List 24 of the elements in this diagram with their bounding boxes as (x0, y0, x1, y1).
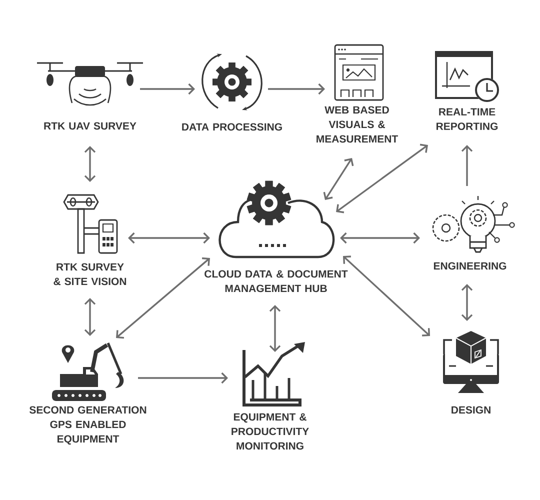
arrow (84, 146, 96, 182)
node-label: CLOUD DATA & DOCUMENT MANAGEMENT HUB (204, 270, 348, 292)
arrow (269, 305, 281, 352)
arrow (343, 256, 430, 336)
arrow (336, 144, 428, 214)
arrow (268, 83, 325, 95)
node-label: EQUIPMENT & PRODUCTIVITY MONITORING (232, 413, 309, 450)
arrow (140, 83, 195, 95)
arrow (84, 298, 96, 336)
arrow (461, 284, 473, 321)
arrow (138, 372, 228, 384)
node-label: DESIGN (452, 406, 490, 414)
node-label: WEB BASED VISUALS & MEASUREMENT (316, 106, 398, 143)
node-label: REAL-TIME REPORTING (436, 108, 498, 130)
node-label: SECOND GENERATION GPS ENABLED EQUIPMENT (29, 406, 146, 445)
arrow (340, 232, 420, 244)
arrow (461, 145, 473, 186)
node-label: ENGINEERING (434, 262, 506, 270)
arrow (323, 158, 354, 200)
node-label: RTK SURVEY & SITE VISION (54, 263, 126, 286)
arrow (128, 232, 210, 244)
node-label: RTK UAV SURVEY (44, 122, 136, 130)
arrow (116, 257, 210, 339)
node-label: DATA PROCESSING (182, 123, 282, 131)
